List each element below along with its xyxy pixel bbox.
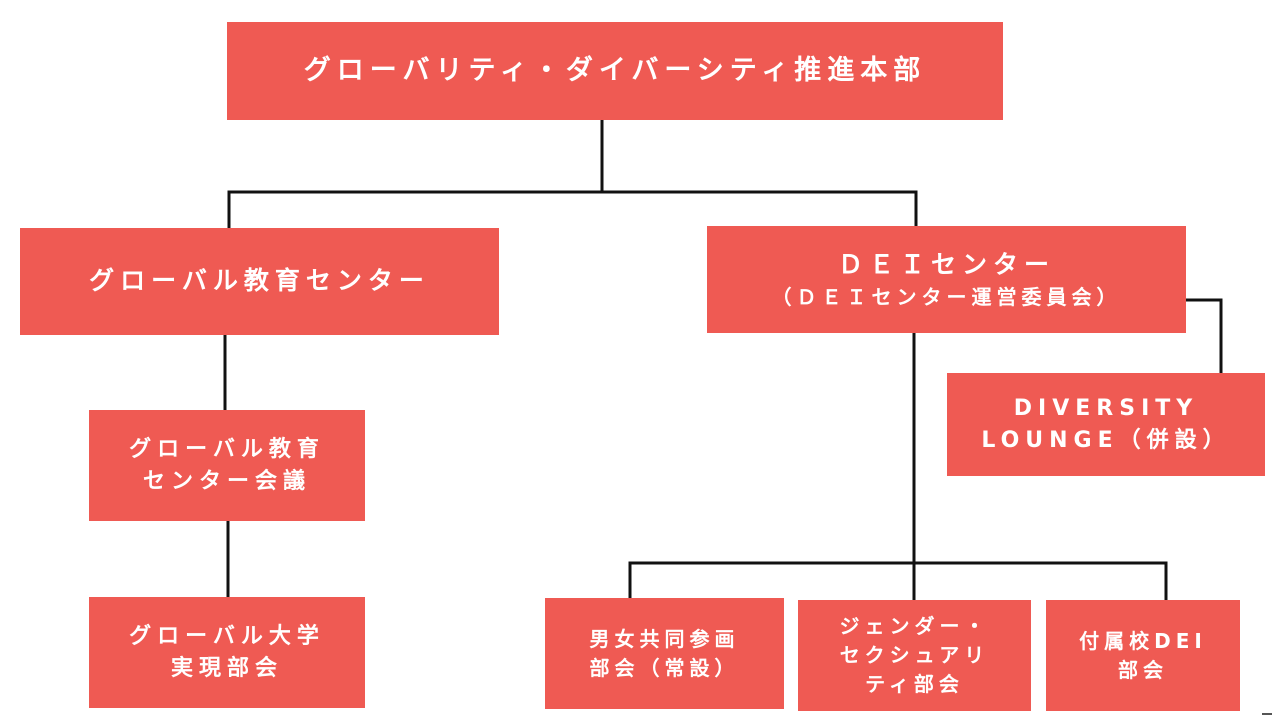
global-university-committee-label-line2: 実現部会 bbox=[170, 655, 283, 681]
global-education-center-box: グローバル教育センター bbox=[20, 228, 499, 335]
gender-sexuality-committee-label-line2: セクシュアリ bbox=[839, 643, 990, 667]
global-university-committee-label-line1: グローバル大学 bbox=[129, 623, 325, 649]
corner-mark bbox=[1262, 713, 1272, 715]
gender-equality-committee-box: 男女共同参画 部会（常設） bbox=[545, 598, 784, 709]
dei-center-box: ＤＥＩセンター （ＤＥＩセンター運営委員会） bbox=[707, 226, 1186, 333]
diversity-lounge-label-line2: LOUNGE（併設） bbox=[981, 427, 1231, 453]
affiliated-school-committee-label-line2: 部会 bbox=[1118, 657, 1168, 682]
headquarters-label: グローバリティ・ダイバーシティ推進本部 bbox=[303, 55, 927, 87]
diversity-lounge-box: DIVERSITY LOUNGE（併設） bbox=[947, 373, 1265, 476]
global-education-center-label: グローバル教育センター bbox=[89, 266, 430, 296]
global-education-council-box: グローバル教育 センター会議 bbox=[89, 410, 365, 521]
global-university-committee-box: グローバル大学 実現部会 bbox=[89, 597, 365, 708]
gender-equality-committee-label-line1: 男女共同参画 bbox=[589, 626, 740, 651]
gender-sexuality-committee-label-line1: ジェンダー・ bbox=[839, 614, 990, 638]
dei-center-sublabel: （ＤＥＩセンター運営委員会） bbox=[771, 285, 1122, 310]
gender-equality-committee-label-line2: 部会（常設） bbox=[589, 655, 740, 680]
affiliated-school-committee-box: 付属校DEI 部会 bbox=[1046, 600, 1240, 711]
global-education-council-label-line1: グローバル教育 bbox=[129, 436, 325, 462]
diversity-lounge-label-line1: DIVERSITY bbox=[1013, 395, 1199, 421]
global-education-council-label-line2: センター会議 bbox=[142, 468, 311, 494]
headquarters-box: グローバリティ・ダイバーシティ推進本部 bbox=[227, 22, 1003, 120]
gender-sexuality-committee-box: ジェンダー・ セクシュアリ ティ部会 bbox=[798, 600, 1031, 711]
affiliated-school-committee-label-line1: 付属校DEI bbox=[1079, 628, 1207, 653]
gender-sexuality-committee-label-line3: ティ部会 bbox=[865, 672, 964, 696]
dei-center-label: ＤＥＩセンター bbox=[837, 249, 1055, 279]
